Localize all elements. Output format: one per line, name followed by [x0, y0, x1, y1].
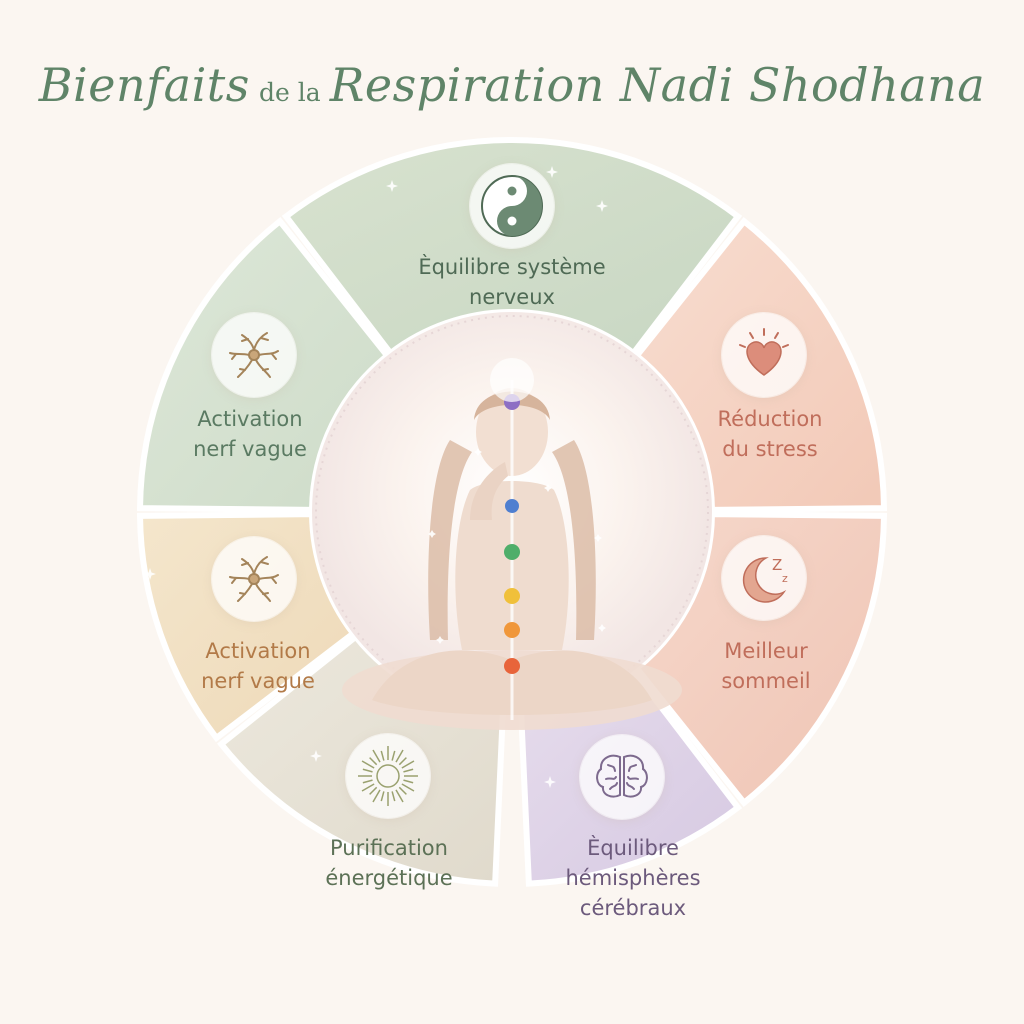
- label-sleep-line: sommeil: [721, 669, 811, 693]
- label-brain-line: hémisphères: [565, 866, 701, 890]
- label-vagus2: Activation nerf vague: [158, 636, 358, 696]
- label-vagus1: Activation nerf vague: [150, 404, 350, 464]
- chakra-root: [504, 658, 520, 674]
- label-vagus2-line: nerf vague: [201, 669, 315, 693]
- sparkle: [428, 530, 436, 538]
- meditating-woman-illustration: [342, 358, 682, 730]
- sparkle: [436, 636, 444, 644]
- title-part-de-la: de la: [258, 78, 321, 107]
- label-vagus1-line: Activation: [197, 407, 303, 431]
- label-brain-line: cérébraux: [579, 896, 687, 920]
- label-stress-line: Réduction: [717, 407, 823, 431]
- title-part-bienfaits: Bienfaits: [38, 58, 250, 112]
- label-purif-line: Purification: [330, 836, 448, 860]
- sparkle: [544, 776, 556, 788]
- sparkle: [144, 568, 156, 580]
- label-sleep-line: Meilleur: [724, 639, 808, 663]
- label-stress: Réduction du stress: [670, 404, 870, 464]
- label-brain: Èquilibre hémisphères cérébraux: [533, 833, 733, 923]
- label-nervous-line: Èquilibre système: [418, 255, 606, 279]
- figure-hair-left: [428, 440, 472, 640]
- chakra-solar: [504, 588, 520, 604]
- label-brain-line: Èquilibre: [587, 836, 679, 860]
- label-purif: Purification énergétique: [289, 833, 489, 893]
- sparkle: [310, 750, 322, 762]
- title-part-respiration: Respiration Nadi Shodhana: [329, 58, 986, 112]
- chakra-throat: [505, 499, 519, 513]
- sparkle: [546, 166, 558, 178]
- yin-yang-icon: [470, 164, 554, 248]
- sparkle: [594, 534, 602, 542]
- label-sleep: Meilleur sommeil: [666, 636, 866, 696]
- sparkles: [144, 166, 608, 788]
- brain-icon: [580, 735, 664, 819]
- page-title: Bienfaits de la Respiration Nadi Shodhan…: [0, 58, 1024, 112]
- chakra-heart: [504, 544, 520, 560]
- center-dotted-ring: [315, 315, 709, 709]
- figure-arm: [470, 462, 508, 520]
- label-vagus2-line: Activation: [205, 639, 311, 663]
- neuron-icon: [212, 537, 296, 621]
- neuron-icon: [212, 313, 296, 397]
- sparkle: [386, 180, 398, 192]
- label-stress-line: du stress: [722, 437, 818, 461]
- svg-text:Z: Z: [772, 556, 782, 574]
- figure-hair-top: [474, 391, 550, 420]
- label-vagus1-line: nerf vague: [193, 437, 307, 461]
- heart-icon: [722, 313, 806, 397]
- chakra-sacral: [504, 622, 520, 638]
- crown-glow: [490, 358, 534, 402]
- label-purif-line: énergétique: [325, 866, 453, 890]
- moon-icon: Z z: [722, 536, 806, 620]
- svg-text:z: z: [782, 572, 788, 585]
- label-nervous-line: nerveux: [469, 285, 555, 309]
- sparkle: [598, 624, 606, 632]
- sun-icon: [346, 734, 430, 818]
- sparkle: [596, 200, 608, 212]
- label-nervous: Èquilibre système nerveux: [412, 252, 612, 312]
- figure-hair-right: [552, 440, 596, 640]
- sparkle: [544, 484, 552, 492]
- sparkle: [474, 448, 482, 456]
